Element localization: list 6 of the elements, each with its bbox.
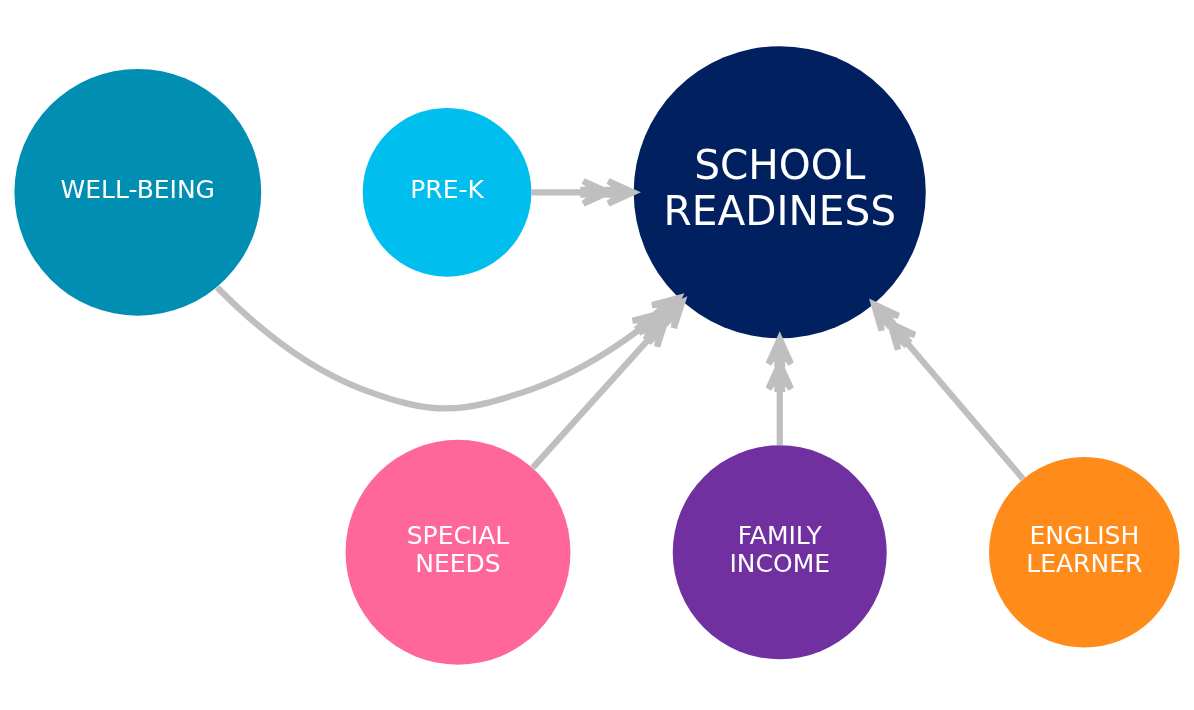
node-circle: FAMILY INCOME — [672, 444, 887, 659]
node-circle: WELL-BEING — [14, 68, 262, 316]
node-circle: SPECIAL NEEDS — [345, 439, 571, 665]
node-circle: PRE-K — [362, 107, 532, 277]
node-circle: ENGLISH LEARNER — [989, 456, 1180, 648]
node-circle: SCHOOL READINESS — [633, 45, 926, 338]
